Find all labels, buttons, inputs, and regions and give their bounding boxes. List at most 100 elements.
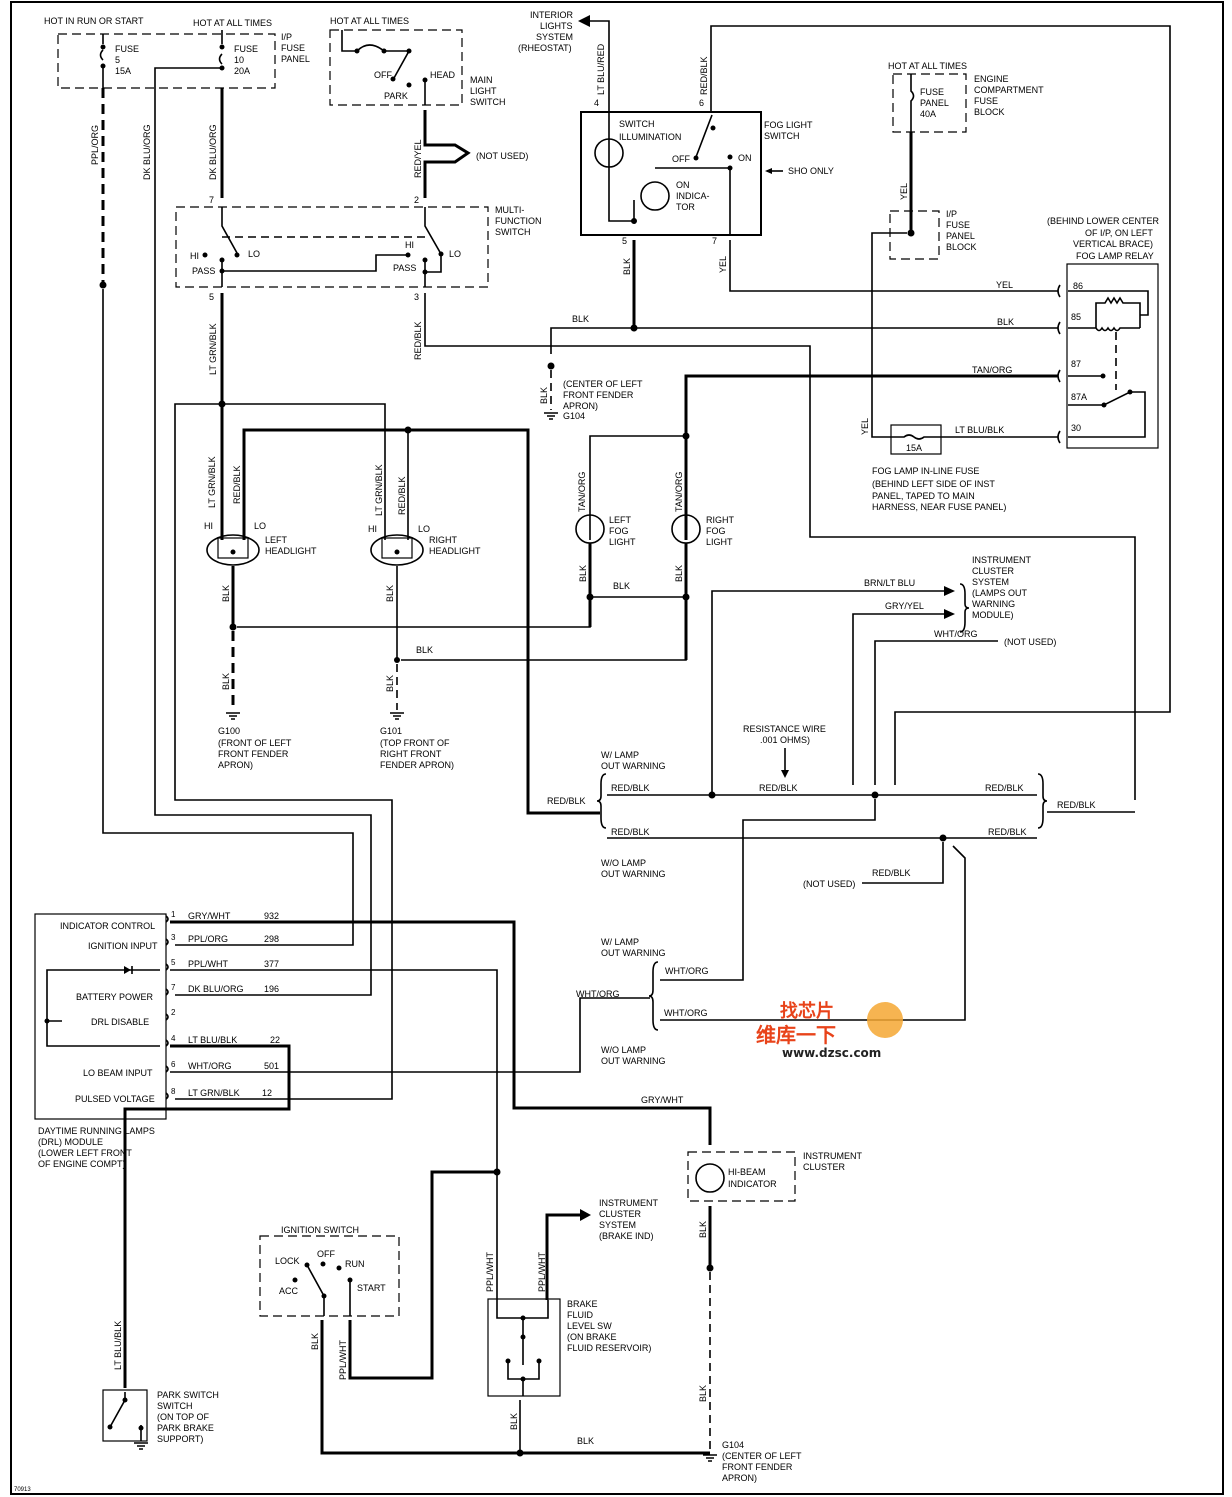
lamps-out-label-4: (LAMPS OUT — [972, 588, 1028, 598]
inline-fuse-label-1: FOG LAMP IN-LINE FUSE — [872, 466, 979, 476]
mfs-right-contact — [424, 207, 442, 287]
wire-blk-fog-grounds — [588, 543, 688, 660]
wire-label-blk-right-fog: BLK — [674, 565, 684, 582]
main-light-switch: HOT AT ALL TIMES OFF PARK HEAD MAIN LIGH… — [329, 16, 506, 107]
hot-run-start-label: HOT IN RUN OR START — [44, 16, 144, 26]
mfs-pin-2: 2 — [414, 195, 419, 205]
relay-location-4: FOG LAMP RELAY — [1076, 251, 1154, 261]
wire-label-red-blk-w1: RED/BLK — [611, 783, 650, 793]
relay-coil-icon — [1068, 290, 1149, 332]
interior-label-3: SYSTEM — [536, 32, 573, 42]
drl-fn-pulsed: PULSED VOLTAGE — [75, 1094, 155, 1104]
wire-label-wht-org-wo: WHT/ORG — [664, 1008, 708, 1018]
right-hl-lo: LO — [418, 524, 430, 534]
g101-label-2: (TOP FRONT OF — [380, 738, 450, 748]
drl-connector-icon — [165, 1092, 169, 1100]
left-fog-label-1: LEFT — [609, 515, 632, 525]
wire-ppl-wht-brake — [545, 1213, 580, 1300]
right-headlight: HI LO RIGHT HEADLIGHT — [368, 524, 481, 566]
drl-pin-wire-color: PPL/WHT — [188, 959, 229, 969]
mls-head-label: HEAD — [430, 70, 456, 80]
relay-pin-86: 86 — [1073, 281, 1083, 291]
ign-off: OFF — [317, 1249, 335, 1259]
wire-label-red-blk-out: RED/BLK — [1057, 800, 1096, 810]
on-ind-label-2: INDICA- — [676, 191, 710, 201]
right-hl-label-2: HEADLIGHT — [429, 546, 481, 556]
wire-lt-blu-blk — [123, 1044, 291, 1388]
drl-pin-number: 2 — [171, 1008, 176, 1017]
on-ind-label-3: TOR — [676, 202, 695, 212]
brake-label-1: BRAKE — [567, 1299, 598, 1309]
fuse-5-icon — [99, 34, 104, 88]
brake-label-4: (ON BRAKE — [567, 1332, 617, 1342]
park-switch: PARK SWITCH SWITCH (ON TOP OF PARK BRAKE… — [102, 1389, 219, 1450]
wire-label-blk-brake: BLK — [509, 1413, 519, 1430]
drl-pin-wire-color: GRY/WHT — [188, 911, 231, 921]
fog-sw-pin-6: 6 — [699, 98, 704, 108]
right-fog-label-1: RIGHT — [706, 515, 735, 525]
wire-label-ppl-wht-1: PPL/WHT — [485, 1251, 495, 1292]
wire-label-gry-yel: GRY/YEL — [885, 601, 924, 611]
ground-g104-bottom: G104 (CENTER OF LEFT FRONT FENDER APRON) — [703, 1440, 802, 1483]
wire-label-lt-blu-blk-30: LT BLU/BLK — [955, 425, 1004, 435]
ground-icon — [226, 712, 240, 720]
wire-yel-inline-fuse — [871, 232, 907, 438]
wire-label-gry-wht: GRY/WHT — [641, 1095, 684, 1105]
not-used-label-1: (NOT USED) — [476, 151, 528, 161]
wo-lamp2-label-1: W/O LAMP — [601, 1045, 646, 1055]
on-ind-label-1: ON — [676, 180, 690, 190]
resistance-wire-label-1: RESISTANCE WIRE — [743, 724, 826, 734]
drl-connector-icon — [165, 988, 169, 996]
wire-label-red-blk-nu: RED/BLK — [872, 868, 911, 878]
wire-label-brn-lt-blu: BRN/LT BLU — [864, 578, 915, 588]
figure-id: 70913 — [14, 1487, 31, 1493]
wire-blk-right-fog-gnd — [401, 598, 687, 661]
ip-fuse-block: I/P FUSE PANEL BLOCK — [889, 209, 977, 260]
left-hl-label-1: LEFT — [265, 535, 288, 545]
drl-pin-circuit: 501 — [264, 1061, 279, 1071]
ign-switch-title: IGNITION SWITCH — [281, 1225, 359, 1235]
drl-pin-number: 3 — [171, 933, 176, 942]
g104-b-label-3: FRONT FENDER — [722, 1462, 793, 1472]
left-hl-lo: LO — [254, 521, 266, 531]
wire-lt-grn-blk-drl — [174, 403, 393, 1100]
drl-fn-battery: BATTERY POWER — [76, 992, 154, 1002]
inline-fuse-label-3: PANEL, TAPED TO MAIN — [872, 491, 975, 501]
left-fog-light: LEFT FOG LIGHT — [575, 514, 636, 547]
brake-ind-label-2: CLUSTER — [599, 1209, 642, 1219]
wire-brn-lt-blu — [711, 590, 945, 795]
right-hl-label-1: RIGHT — [429, 535, 458, 545]
right-headlight-icon — [370, 534, 424, 566]
fog-light-switch: INTERIOR LIGHTS SYSTEM (RHEOSTAT) LT BLU… — [518, 10, 1171, 785]
park-label-4: PARK BRAKE — [157, 1423, 214, 1433]
drl-internal-wiring — [46, 969, 160, 1047]
wire-label-blk-85: BLK — [997, 317, 1014, 327]
right-fog-light: RIGHT FOG LIGHT — [671, 514, 735, 547]
ip-fuse-panel-label-1: I/P — [281, 32, 292, 42]
park-label-5: SUPPORT) — [157, 1434, 203, 1444]
brace-icon — [1037, 773, 1048, 829]
fuse-40a-icon — [910, 74, 915, 132]
brake-ind-label-4: (BRAKE IND) — [599, 1231, 654, 1241]
wire-wht-org-without — [660, 845, 966, 1021]
wire-label-ppl-org: PPL/ORG — [90, 125, 100, 165]
eng-block-label-4: BLOCK — [974, 107, 1005, 117]
hot-all-times-label-1: HOT AT ALL TIMES — [193, 18, 272, 28]
park-label-3: (ON TOP OF — [157, 1412, 210, 1422]
sho-only-label: SHO ONLY — [788, 166, 834, 176]
eng-fuse-label-2: PANEL — [920, 98, 949, 108]
g104-b-label-4: APRON) — [722, 1473, 757, 1483]
wire-label-lt-grn-blk-right-hi: LT GRN/BLK — [374, 464, 384, 516]
relay-pin-30: 30 — [1071, 423, 1081, 433]
mfs-lo-left: LO — [248, 249, 260, 259]
brace-icon — [648, 961, 659, 1031]
drl-connector-icon — [165, 1065, 169, 1073]
wire-label-red-blk-w2: RED/BLK — [759, 783, 798, 793]
relay-location-1: (BEHIND LOWER CENTER — [1047, 216, 1160, 226]
wire-red-blk-lo-beam — [242, 428, 600, 815]
wire-label-blk-g104b: BLK — [698, 1385, 708, 1402]
g104-top-label-1: (CENTER OF LEFT — [563, 379, 643, 389]
brake-ind-label-1: INSTRUMENT — [599, 1198, 658, 1208]
ground-icon — [134, 1442, 148, 1450]
